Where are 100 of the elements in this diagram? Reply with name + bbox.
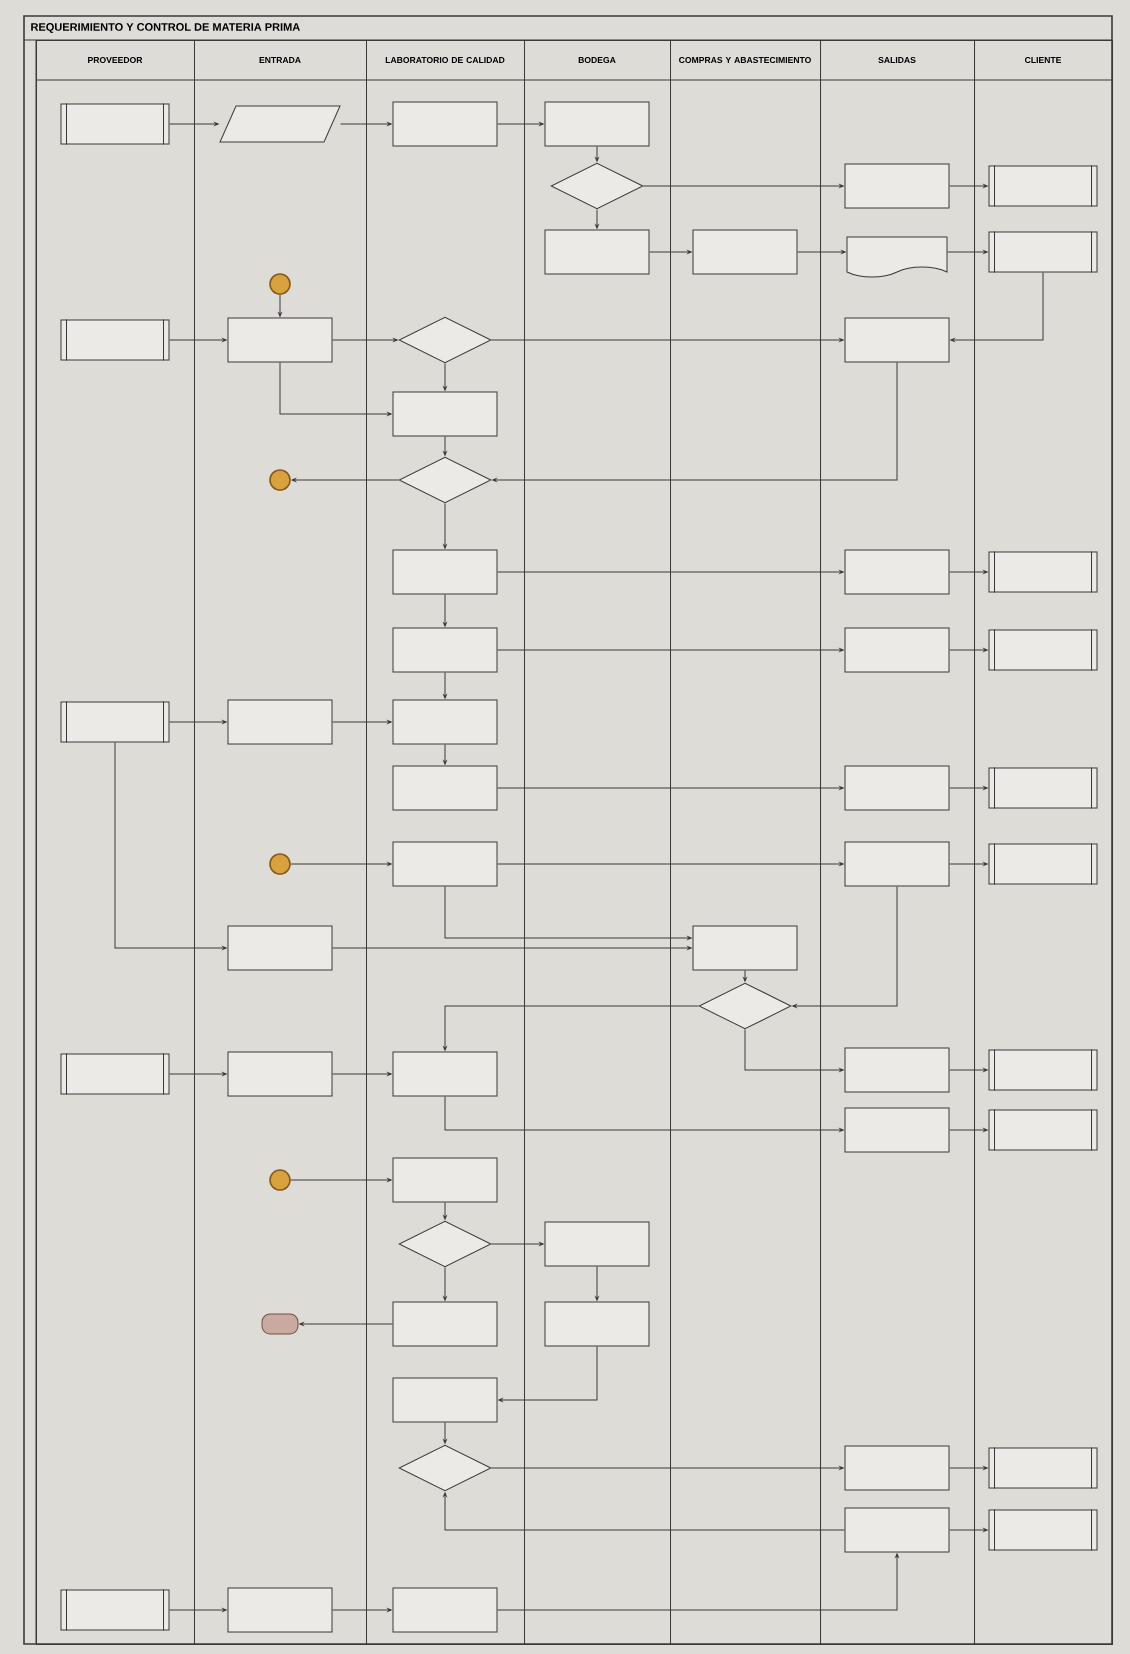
process-box: [544, 101, 650, 147]
decision-diamond: [398, 1220, 492, 1268]
process-box: [844, 627, 950, 673]
process-box: [844, 765, 950, 811]
process-box: [844, 1047, 950, 1093]
subprocess-box: [988, 767, 1098, 809]
arrow: [169, 1608, 227, 1612]
arrow: [340, 122, 392, 126]
arrow: [949, 1466, 988, 1470]
arrow: [949, 1528, 988, 1532]
subprocess-box: [988, 551, 1098, 593]
process-box: [392, 1301, 498, 1347]
arrow: [443, 744, 447, 765]
subprocess-box: [60, 103, 170, 145]
process-box: [392, 627, 498, 673]
arrow: [497, 122, 544, 126]
arrow: [332, 338, 398, 342]
process-box: [392, 549, 498, 595]
process-box: [392, 1051, 498, 1097]
process-box: [844, 841, 950, 887]
process-box: [227, 317, 333, 363]
arrow: [443, 672, 447, 699]
arrow: [491, 1466, 844, 1470]
arrow: [595, 146, 599, 162]
subprocess-box: [988, 1049, 1098, 1091]
subprocess-box: [60, 701, 170, 743]
process-box: [844, 1445, 950, 1491]
process-box: [392, 391, 498, 437]
arrow: [595, 209, 599, 229]
arrow: [950, 272, 1044, 342]
process-box: [844, 549, 950, 595]
arrow: [492, 362, 898, 482]
process-box: [227, 925, 333, 971]
subprocess-box: [988, 843, 1098, 885]
subprocess-box: [988, 231, 1098, 273]
arrow: [949, 648, 988, 652]
process-box: [392, 1587, 498, 1633]
arrow: [744, 1029, 844, 1072]
arrow: [595, 1266, 599, 1301]
process-box: [392, 1377, 498, 1423]
arrow: [443, 1005, 699, 1051]
arrow: [443, 1492, 845, 1531]
arrow: [949, 862, 988, 866]
subprocess-box: [988, 165, 1098, 207]
subprocess-box: [60, 1053, 170, 1095]
arrow: [114, 742, 227, 950]
arrow: [949, 184, 988, 188]
process-box: [844, 163, 950, 209]
subprocess-box: [988, 1109, 1098, 1151]
process-box: [392, 765, 498, 811]
arrow: [443, 436, 447, 456]
arrow: [947, 250, 988, 254]
arrow: [443, 363, 447, 391]
arrow: [444, 886, 692, 940]
arrow: [290, 1178, 392, 1182]
arrow: [290, 862, 392, 866]
arrow: [497, 1553, 899, 1611]
arrow: [443, 1267, 447, 1301]
arrow: [169, 122, 219, 126]
arrow: [444, 1096, 844, 1132]
process-box: [692, 925, 798, 971]
decision-diamond: [550, 162, 644, 210]
arrow: [169, 720, 227, 724]
arrow: [949, 570, 988, 574]
arrow: [443, 1202, 447, 1220]
decision-diamond: [398, 316, 492, 364]
arrow: [497, 570, 844, 574]
arrow: [497, 648, 844, 652]
process-box: [392, 101, 498, 147]
process-box: [544, 229, 650, 275]
arrow: [797, 250, 846, 254]
arrow: [169, 1072, 227, 1076]
process-box: [692, 229, 798, 275]
subprocess-box: [60, 1589, 170, 1631]
process-box: [392, 699, 498, 745]
process-box: [544, 1221, 650, 1267]
arrow: [497, 862, 844, 866]
arrow: [332, 946, 692, 950]
arrow: [949, 786, 988, 790]
arrow: [291, 478, 399, 482]
arrow: [332, 1608, 392, 1612]
process-box: [227, 699, 333, 745]
arrow: [443, 594, 447, 627]
arrow: [949, 1068, 988, 1072]
arrow: [299, 1322, 393, 1326]
arrow: [332, 1072, 392, 1076]
decision-diamond: [398, 456, 492, 504]
subprocess-box: [988, 1509, 1098, 1551]
subprocess-box: [988, 1447, 1098, 1489]
arrow: [443, 1422, 447, 1444]
arrow: [743, 970, 747, 982]
process-box: [227, 1587, 333, 1633]
arrow: [279, 362, 392, 416]
process-box: [844, 317, 950, 363]
process-box: [844, 1107, 950, 1153]
process-box: [392, 841, 498, 887]
subprocess-box: [60, 319, 170, 361]
process-box: [227, 1051, 333, 1097]
arrow: [649, 250, 692, 254]
arrow: [643, 184, 844, 188]
